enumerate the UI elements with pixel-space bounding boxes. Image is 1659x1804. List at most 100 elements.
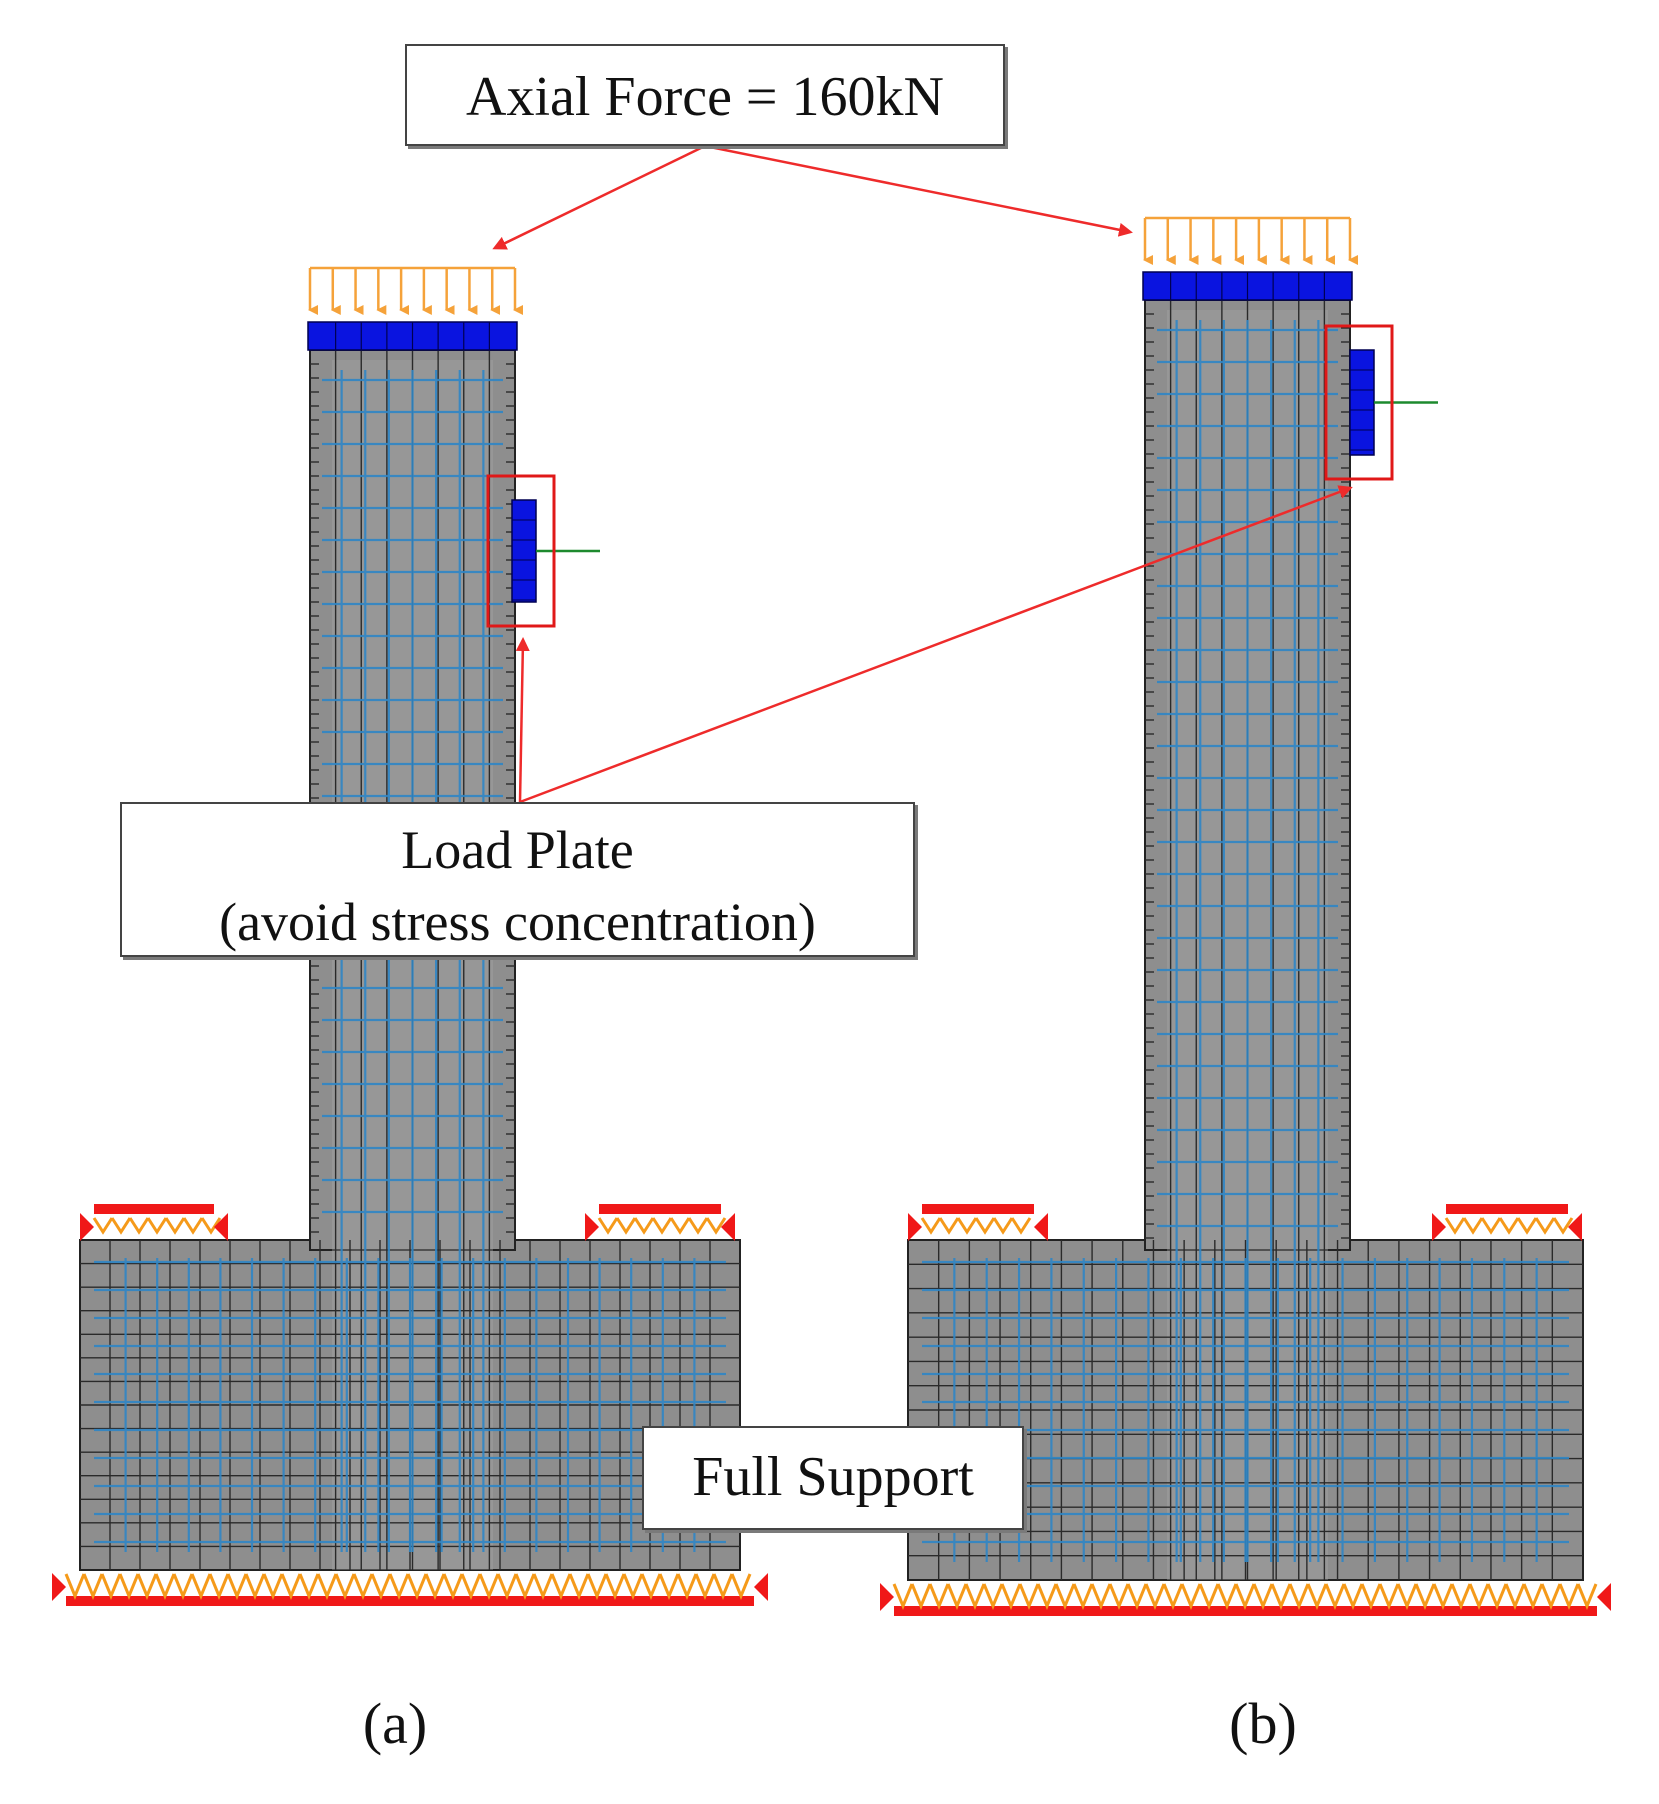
support-roller-icon — [514, 1573, 536, 1600]
support-roller-icon — [640, 1573, 662, 1600]
support-strip — [1446, 1204, 1568, 1214]
support-roller-icon — [478, 1573, 500, 1600]
rebar-grid — [94, 370, 726, 1552]
support-roller-icon — [280, 1573, 302, 1600]
support-roller-icon — [928, 1583, 950, 1610]
full-support-text: Full Support — [692, 1446, 974, 1508]
support-roller-icon — [1516, 1217, 1538, 1235]
support-rollers — [892, 1583, 1598, 1610]
load-plate-highlight — [486, 474, 556, 628]
callout-arrows — [492, 144, 1353, 804]
support-roller-icon — [1234, 1583, 1256, 1610]
support-roller-icon — [1498, 1217, 1520, 1235]
support-roller-icon — [1010, 1217, 1032, 1235]
support-roller-icon — [406, 1573, 428, 1600]
support-cap — [754, 1573, 768, 1601]
support-rollers — [92, 1217, 222, 1235]
support-roller-icon — [136, 1573, 158, 1600]
support-roller-icon — [633, 1217, 655, 1235]
support-roller-icon — [1018, 1583, 1040, 1610]
support-cap — [1568, 1213, 1582, 1241]
support-strip — [894, 1606, 1597, 1616]
support-roller-icon — [1144, 1583, 1166, 1610]
support-roller-icon — [208, 1573, 230, 1600]
support-cap — [80, 1213, 94, 1241]
lateral-loading-plate — [1349, 349, 1375, 456]
support-roller-icon — [1414, 1583, 1436, 1610]
support-roller-icon — [669, 1217, 691, 1235]
support-cap — [880, 1583, 894, 1611]
support-roller-icon — [1180, 1583, 1202, 1610]
support-roller-icon — [146, 1217, 168, 1235]
support-roller-icon — [1288, 1583, 1310, 1610]
support-roller-icon — [586, 1573, 608, 1600]
support-roller-icon — [1108, 1583, 1130, 1610]
callout-arrow-icon — [515, 637, 530, 803]
full-support-callout: Full Support — [642, 1426, 1024, 1530]
support-roller-icon — [1468, 1583, 1490, 1610]
support-roller-icon — [1360, 1583, 1382, 1610]
support-roller-icon — [1324, 1583, 1346, 1610]
support-roller-icon — [1552, 1217, 1574, 1235]
support-roller-icon — [1462, 1217, 1484, 1235]
support-roller-icon — [712, 1573, 734, 1600]
support-roller-icon — [298, 1573, 320, 1600]
support-roller-icon — [1252, 1583, 1274, 1610]
support-roller-icon — [705, 1217, 727, 1235]
top-support — [80, 1204, 228, 1241]
support-roller-icon — [658, 1573, 680, 1600]
support-roller-icon — [334, 1573, 356, 1600]
support-roller-icon — [1576, 1583, 1598, 1610]
support-roller-icon — [687, 1217, 709, 1235]
support-roller-icon — [316, 1573, 338, 1600]
callout-arrow-icon — [492, 144, 706, 250]
support-roller-icon — [956, 1217, 978, 1235]
support-roller-icon — [568, 1573, 590, 1600]
support-roller-icon — [1378, 1583, 1400, 1610]
axial-force-callout: Axial Force = 160kN — [405, 44, 1005, 146]
panel-label-a: (a) — [362, 1691, 428, 1756]
support-roller-icon — [892, 1583, 914, 1610]
support-cap — [908, 1213, 922, 1241]
support-roller-icon — [82, 1573, 104, 1600]
plate-divisions — [335, 322, 490, 350]
support-cap — [1034, 1213, 1048, 1241]
support-roller-icon — [920, 1217, 942, 1235]
support-roller-icon — [92, 1217, 114, 1235]
support-roller-icon — [1126, 1583, 1148, 1610]
support-cap — [721, 1213, 735, 1241]
support-roller-icon — [164, 1217, 186, 1235]
support-roller-icon — [110, 1217, 132, 1235]
support-roller-icon — [982, 1583, 1004, 1610]
callout-arrow-icon — [704, 144, 1133, 237]
support-roller-icon — [946, 1583, 968, 1610]
support-roller-icon — [1270, 1583, 1292, 1610]
support-roller-icon — [352, 1573, 374, 1600]
load-plate-highlight — [1324, 324, 1394, 481]
support-roller-icon — [1396, 1583, 1418, 1610]
axial-force-text: Axial Force = 160kN — [466, 66, 944, 128]
support-roller-icon — [1090, 1583, 1112, 1610]
support-roller-icon — [1342, 1583, 1364, 1610]
support-roller-icon — [370, 1573, 392, 1600]
support-roller-icon — [118, 1573, 140, 1600]
support-roller-icon — [1306, 1583, 1328, 1610]
support-roller-icon — [532, 1573, 554, 1600]
support-roller-icon — [694, 1573, 716, 1600]
support-roller-icon — [1450, 1583, 1472, 1610]
support-roller-icon — [172, 1573, 194, 1600]
support-roller-icon — [1444, 1217, 1466, 1235]
lateral-loading-plate — [511, 499, 537, 603]
support-cap — [585, 1213, 599, 1241]
top-support — [908, 1204, 1048, 1241]
support-roller-icon — [992, 1217, 1014, 1235]
load-plate-subtitle: (avoid stress concentration) — [219, 892, 816, 952]
support-roller-icon — [1198, 1583, 1220, 1610]
support-roller-icon — [604, 1573, 626, 1600]
support-roller-icon — [1162, 1583, 1184, 1610]
support-roller-icon — [182, 1217, 204, 1235]
support-roller-icon — [1540, 1583, 1562, 1610]
support-roller-icon — [424, 1573, 446, 1600]
support-roller-icon — [200, 1217, 222, 1235]
support-roller-icon — [730, 1573, 752, 1600]
